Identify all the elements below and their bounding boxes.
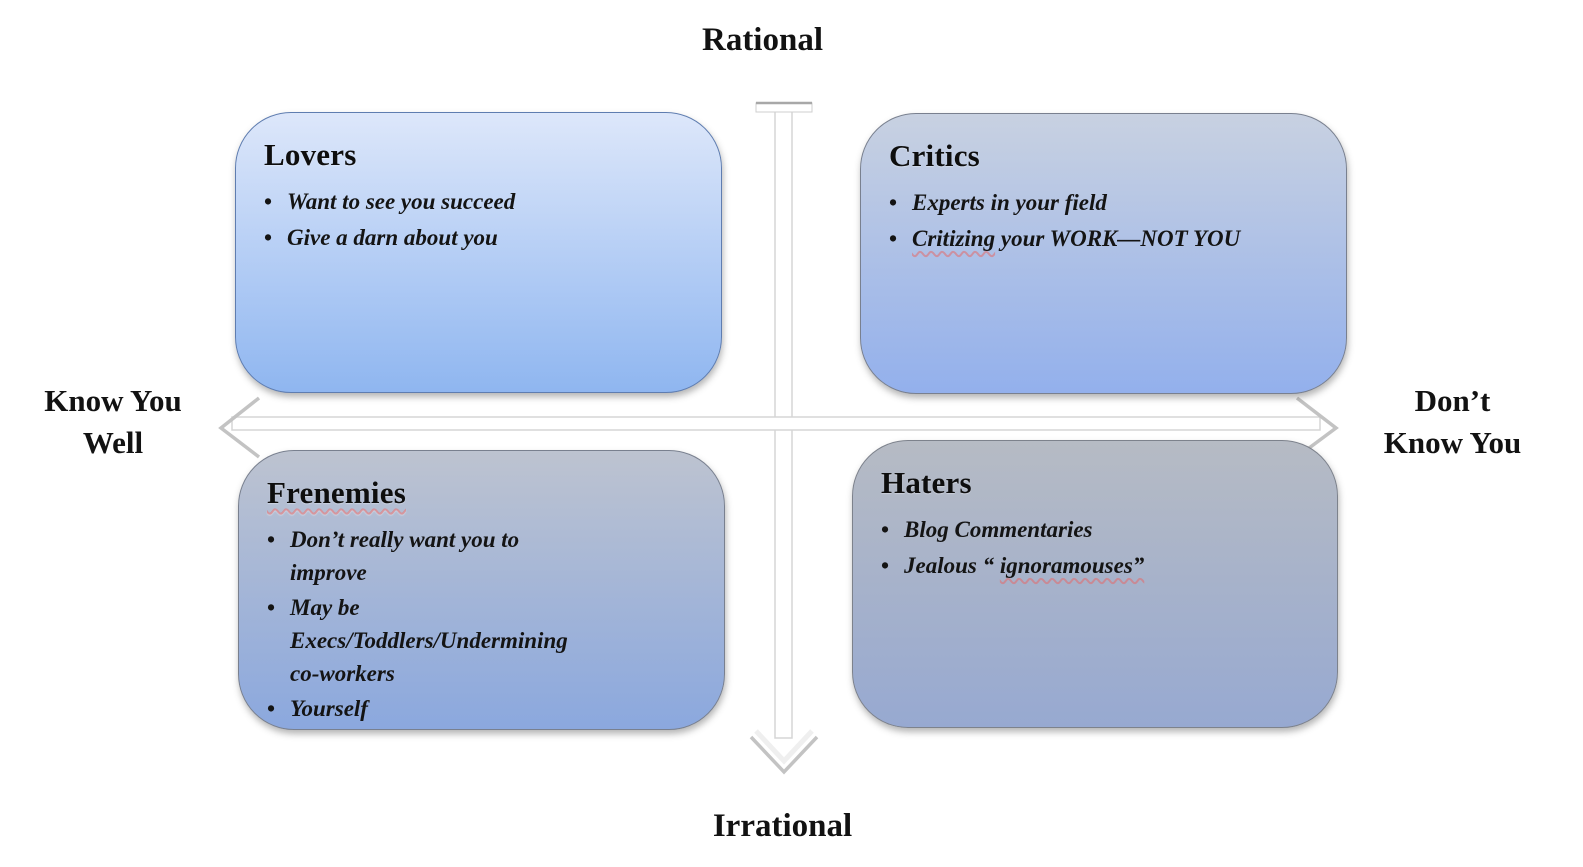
bullet-text: Want to see you succeed [287,189,516,214]
quadrant-frenemies: Frenemies • Don’t really want you to imp… [238,450,725,730]
bullet-glyph: • [881,517,890,542]
bullet-glyph: • [264,224,273,250]
quadrant-haters-title: Haters [881,465,972,500]
bullet-item: • Jealous “ ignoramouses” [881,550,1311,583]
bullet-glyph: • [267,696,276,722]
bullet-item: • Experts in your field [889,187,1320,220]
bullet-text: Experts in your field [912,190,1107,215]
vertical-axis-top-cap [755,102,813,113]
bullet-glyph: • [267,527,276,552]
axis-label-rational: Rational [701,22,823,58]
quadrant-critics-bullets: • Experts in your field • Critizing your… [889,187,1320,255]
quadrant-critics-title: Critics [889,138,980,173]
quadrant-lovers-bullets: • Want to see you succeed • Give a darn … [264,186,695,254]
arrowhead-left-icon [218,396,261,459]
bullet-text-rest: your WORK—NOT YOU [995,225,1241,251]
quadrant-lovers-title: Lovers [264,137,357,172]
misspelled-word: ignoramouses” [999,552,1145,578]
quadrant-haters-bullets: • Blog Commentaries • Jealous “ ignoramo… [881,514,1311,582]
bullet-text: Yourself [290,696,368,722]
bullet-text: Give a darn about you [287,224,498,250]
arrowhead-down-icon [749,735,819,775]
bullet-item: • Want to see you succeed [264,186,695,219]
bullet-text: Critizing your WORK—NOT YOU [912,223,1240,256]
bullet-text: Blog Commentaries [904,517,1093,542]
bullet-text: Don’t really want you to improve [290,527,520,585]
bullet-item: • Blog Commentaries [881,514,1311,547]
bullet-item: • May be Execs/Toddlers/Undermining co-w… [267,592,698,690]
quadrant-frenemies-bullets: • Don’t really want you to improve • May… [267,524,698,726]
axis-label-know-you-well: Know You Well [44,383,182,460]
bullet-item: • Critizing your WORK—NOT YOU [889,223,1320,256]
bullet-item: • Don’t really want you to improve [267,524,698,589]
bullet-glyph: • [264,189,273,214]
axis-label-dont-know-you: Don’t Know You [1383,383,1522,460]
bullet-text: Jealous “ ignoramouses” [904,550,1144,583]
quadrant-lovers: Lovers • Want to see you succeed • Give … [235,112,722,393]
bullet-glyph: • [881,552,890,578]
horizontal-axis-line [231,416,1321,431]
arrowhead-down-highlight [754,729,814,765]
bullet-glyph: • [889,225,898,251]
quadrant-critics: Critics • Experts in your field • Critiz… [860,113,1347,394]
bullet-glyph: • [889,190,898,215]
axis-label-irrational: Irrational [712,808,853,844]
bullet-text: May be Execs/Toddlers/Undermining co-wor… [290,595,568,686]
quadrant-frenemies-title: Frenemies [267,475,406,510]
bullet-item: • Yourself [267,693,698,726]
bullet-item: • Give a darn about you [264,222,695,255]
quadrant-haters: Haters • Blog Commentaries • Jealous “ i… [852,440,1338,728]
bullet-glyph: • [267,595,276,621]
misspelled-word: Critizing [912,225,996,251]
bullet-text-pre: Jealous “ [904,552,1000,578]
